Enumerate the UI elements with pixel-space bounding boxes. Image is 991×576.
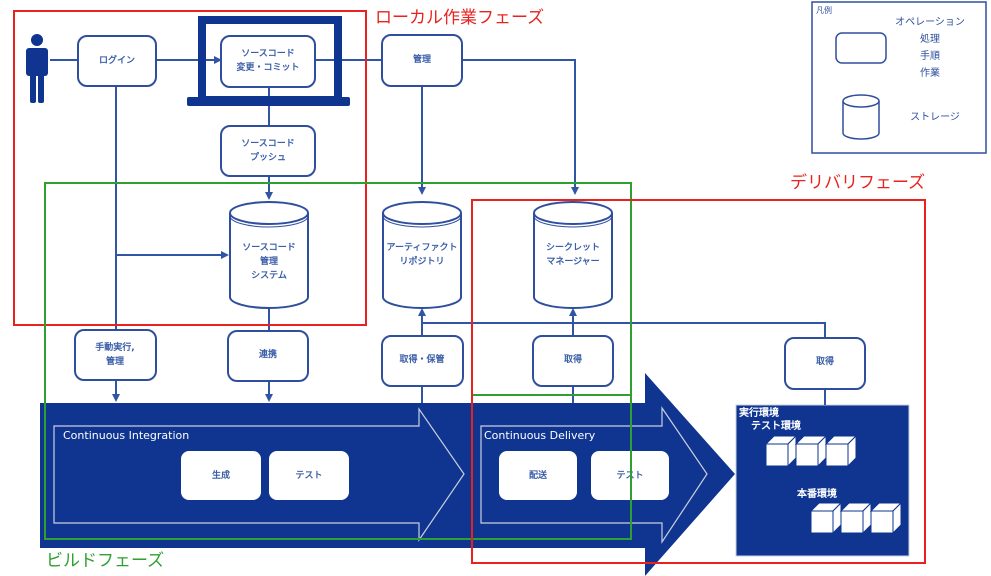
- op-manage: [381, 34, 463, 87]
- storage-artifact-label-2: リポジトリ: [399, 255, 444, 267]
- legend-operation-label: 作業: [920, 66, 940, 79]
- storage-secret-label-2: マネージャー: [546, 256, 599, 267]
- op-fetch-secret-label: 取得: [564, 353, 582, 365]
- op-push: [220, 125, 316, 177]
- op-manual-label-2: 管理: [106, 355, 124, 367]
- storage-scm-label-1: ソースコード: [242, 242, 296, 253]
- op-manage-label: 管理: [413, 53, 431, 65]
- ci-step-test-label: テスト: [295, 470, 322, 481]
- op-fetch-store: [381, 335, 464, 387]
- op-manual: [74, 329, 157, 381]
- laptop-icon: [187, 16, 350, 106]
- connector: [462, 59, 579, 195]
- op-manual-label-1: 手動実行,: [95, 341, 134, 353]
- legend-storage-shape: [842, 94, 880, 140]
- storage-scm-label-3: システム: [251, 270, 287, 281]
- op-fetch-secret: [532, 335, 614, 387]
- op-fetch-env: [784, 337, 866, 390]
- legend-operation-label: オペレーション: [895, 16, 965, 28]
- op-fetch-store-label: 取得・保管: [399, 353, 444, 365]
- op-link-label: 連携: [259, 348, 277, 360]
- storage-artifact: [382, 201, 462, 309]
- build-phase-label: ビルドフェーズ: [46, 551, 164, 571]
- ci-step-test: [269, 451, 349, 500]
- op-code-change: [220, 35, 316, 88]
- op-link: [227, 330, 309, 382]
- prod-env-label: 本番環境: [797, 487, 837, 500]
- server-cube-icon: [794, 434, 828, 468]
- op-code-change-label-2: 変更・コミット: [236, 61, 299, 73]
- ci-step-generate-label: 生成: [212, 469, 230, 481]
- storage-scm-label-2: 管理: [260, 255, 278, 267]
- ci-title: Continuous Integration: [63, 429, 189, 442]
- server-cube-icon: [824, 434, 858, 468]
- legend-title: 凡例: [816, 5, 832, 15]
- legend: 凡例 オペレーション 処理 手順 作業 ストレージ: [811, 1, 987, 154]
- ci-step-generate: [181, 451, 261, 500]
- op-login-label: ログイン: [99, 54, 135, 66]
- legend-storage-label: ストレージ: [910, 112, 960, 123]
- legend-operation-label: 処理: [920, 32, 940, 45]
- test-env-label: テスト環境: [751, 419, 801, 432]
- op-fetch-env-label: 取得: [816, 355, 834, 367]
- server-cubes: [764, 434, 903, 535]
- server-cube-icon: [839, 501, 873, 535]
- op-login: [77, 35, 157, 87]
- server-cube-icon: [869, 501, 903, 535]
- local-phase-label: ローカル作業フェーズ: [375, 8, 544, 28]
- server-cube-icon: [764, 434, 798, 468]
- op-push-label-2: プッシュ: [250, 151, 286, 163]
- runtime-title: 実行環境: [739, 406, 779, 419]
- server-cube-icon: [809, 501, 843, 535]
- delivery-phase-label: デリバリフェーズ: [790, 172, 925, 193]
- person-icon: [26, 34, 48, 103]
- storage-secret: [533, 201, 613, 309]
- cd-step-deliver-label: 配送: [529, 469, 548, 481]
- delivery-phase-boundary: [471, 199, 926, 564]
- op-code-change-label-1: ソースコード: [241, 48, 295, 59]
- cd-step-deliver: [499, 451, 577, 500]
- op-push-label-1: ソースコード: [241, 138, 295, 149]
- local-phase-boundary: [13, 10, 367, 326]
- cd-title: Continuous Delivery: [484, 429, 596, 442]
- legend-operation-shape: [835, 32, 887, 64]
- legend-operation-label: 手順: [920, 49, 940, 62]
- connector: [422, 322, 826, 338]
- storage-secret-label-1: シークレット: [546, 242, 600, 253]
- storage-artifact-label-1: アーティファクト: [387, 242, 458, 253]
- storage-scm: [229, 201, 309, 309]
